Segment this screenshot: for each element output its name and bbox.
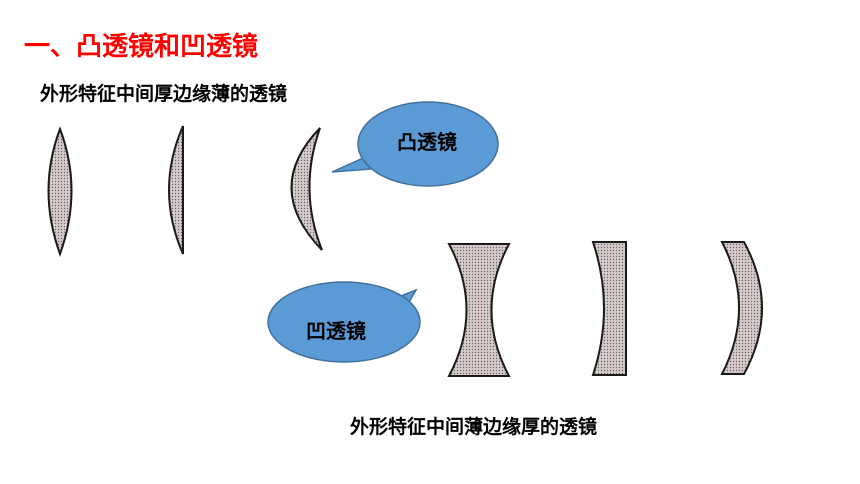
plano-concave-lens-icon [591,241,627,376]
convex-speech-bubble [331,101,499,187]
concave-speech-bubble [267,281,421,363]
convex-meniscus-lens-icon [290,127,323,251]
biconcave-lens-icon [447,243,511,377]
concave-caption: 外形特征中间薄边缘厚的透镜 [350,416,598,438]
biconvex-lens-icon [47,126,73,257]
concave-meniscus-lens-icon [720,241,763,375]
slide-title: 一、凸透镜和凹透镜 [24,32,259,62]
convex-caption: 外形特征中间厚边缘薄的透镜 [40,83,288,105]
convex-lens-label: 凸透镜 [397,130,457,154]
concave-lens-label: 凹透镜 [306,319,366,343]
plano-convex-lens-icon [168,125,184,255]
